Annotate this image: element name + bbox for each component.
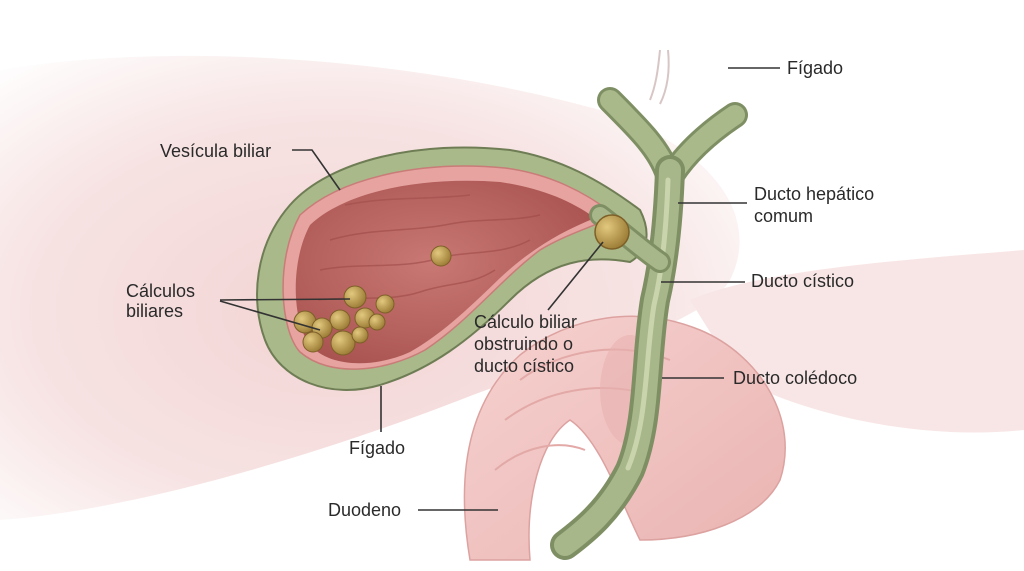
label-obstruindo-line1: Cálculo biliar: [474, 312, 578, 332]
label-ducto-hepatico-line2: comum: [754, 206, 814, 226]
gallstone: [329, 309, 351, 331]
bile-duct-tree: [550, 49, 748, 560]
gallstone: [343, 285, 367, 309]
label-obstruindo-line3: ducto cístico: [474, 356, 575, 376]
leader-lines: [219, 67, 780, 511]
label-calculos-line2: biliares: [126, 301, 184, 321]
gallstones: [293, 214, 630, 356]
label-ducto-hepatico-line1: Ducto hepático: [754, 184, 875, 204]
label-figado-bottom: Fígado: [349, 438, 406, 458]
gallstone: [430, 245, 452, 267]
liver-background-right: [690, 250, 1024, 433]
gallstone: [368, 313, 386, 331]
label-vesicula-biliar: Vesícula biliar: [160, 141, 272, 161]
label-figado-top: Fígado: [787, 58, 844, 78]
label-calculos-line1: Cálculos: [126, 281, 196, 301]
gallstone: [302, 331, 324, 353]
label-ducto-coledoco: Ducto colédoco: [733, 368, 858, 388]
label-obstruindo-line2: obstruindo o: [474, 334, 574, 354]
obstructing-gallstone: [594, 214, 630, 250]
leader-calculos-2: [219, 300, 321, 331]
leader-obstruindo: [547, 241, 604, 311]
gallstone: [375, 294, 395, 314]
label-ducto-cistico: Ducto cístico: [751, 271, 855, 291]
leader-vesicula: [292, 149, 341, 191]
gallstone: [351, 326, 369, 344]
gallstone: [330, 330, 356, 356]
label-duodeno: Duodeno: [328, 500, 402, 520]
leader-calculos-1: [219, 298, 351, 301]
